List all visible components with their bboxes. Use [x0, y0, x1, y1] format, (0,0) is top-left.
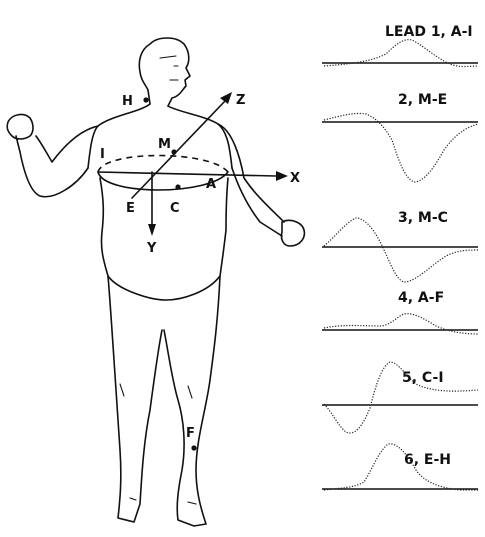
lead-6-label: 6, E-H: [404, 452, 451, 468]
point-a-label: A: [206, 177, 216, 192]
z-axis-label: Z: [236, 93, 245, 108]
lead-traces: LEAD 1, A-I 2, M-E 3, M-C 4, A-F 5, C-I …: [322, 24, 478, 490]
human-figure-drawing: [7, 38, 304, 526]
point-e-label: E: [126, 201, 135, 216]
lead-2-label: 2, M-E: [398, 92, 447, 108]
lead-3-trace: [324, 218, 478, 282]
head-outline: [139, 38, 190, 106]
lead-4-trace: [324, 314, 478, 334]
x-axis-label: X: [290, 171, 300, 186]
x-axis-line: [98, 172, 276, 176]
point-h-label: H: [122, 94, 133, 109]
legs-outline: [108, 276, 220, 526]
y-axis-label: Y: [146, 241, 157, 256]
lead-1-label: LEAD 1, A-I: [385, 24, 473, 40]
point-h-dot: [143, 97, 148, 102]
lead-5-trace: [324, 362, 478, 433]
lead-5-label: 5, C-I: [402, 370, 444, 386]
right-arm-outline: [7, 115, 98, 197]
point-i-label: I: [100, 147, 105, 162]
z-axis-arrowhead: [220, 92, 232, 104]
torso-outline: [88, 104, 232, 300]
y-axis-arrowhead: [148, 224, 156, 236]
lead-3-label: 3, M-C: [398, 210, 448, 226]
x-axis-arrowhead: [276, 171, 288, 181]
chest-ellipse-back: [98, 156, 228, 173]
lead-2-trace: [324, 113, 478, 182]
point-c-dot: [175, 184, 180, 189]
point-m-dot: [171, 149, 176, 154]
lead-4-label: 4, A-F: [398, 290, 444, 306]
lead-6-trace: [324, 444, 478, 490]
point-m-label: M: [158, 137, 171, 152]
point-f-label: F: [186, 426, 195, 441]
point-f-dot: [191, 445, 196, 450]
point-c-label: C: [170, 201, 180, 216]
